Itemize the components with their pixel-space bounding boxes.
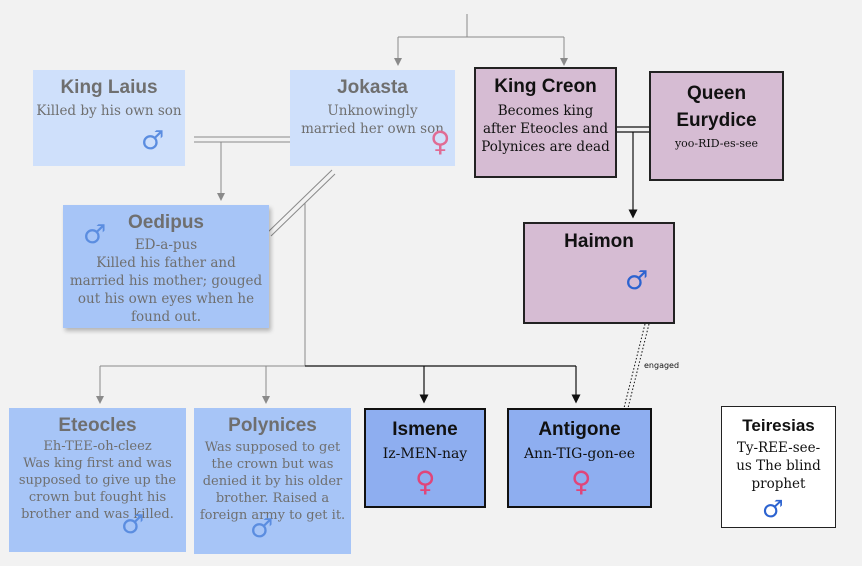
marriage-laius-jokasta (194, 136, 290, 201)
person-description: Killed by his own son (36, 103, 182, 119)
person-queen-eurydice: Queen Eurydice yoo-RID-es-see (649, 71, 784, 181)
person-name: King Laius (60, 77, 158, 98)
person-name: King Creon (494, 76, 597, 97)
person-oedipus: Oedipus ED-a-pus Killed his father and m… (63, 205, 269, 328)
person-ismene: Ismene Iz-MEN-nay ♀ (364, 408, 486, 508)
male-symbol-icon: ♂ (250, 514, 274, 544)
person-haimon: Haimon ♂ (523, 222, 675, 324)
person-description: Becomes king after Eteocles and Polynice… (481, 103, 610, 155)
person-teiresias: Teiresias Ty-REE-see-us The blind prophe… (721, 406, 836, 528)
female-symbol-icon: ♀ (571, 465, 592, 498)
person-name: Antigone (538, 419, 621, 440)
person-description: Unknowingly married her own son (301, 103, 444, 137)
male-symbol-icon: ♂ (762, 495, 784, 523)
person-name: Queen Eurydice (676, 83, 757, 131)
person-eteocles: Eteocles Eh-TEE-oh-cleez Was king first … (9, 408, 186, 552)
person-pronunciation: Iz-MEN-nay (382, 446, 468, 462)
person-name: Teiresias (742, 416, 815, 435)
person-description: Was king first and was supposed to give … (18, 456, 177, 522)
engaged-label: engaged (644, 361, 680, 370)
person-pronunciation: Ann-TIG-gon-ee (523, 446, 636, 462)
female-symbol-icon: ♀ (430, 125, 451, 158)
person-name: Haimon (564, 231, 634, 252)
person-name: Oedipus (127, 212, 204, 233)
person-king-laius: King Laius Killed by his own son ♂ (33, 70, 185, 166)
male-symbol-icon: ♂ (83, 220, 107, 250)
person-king-creon: King Creon Becomes king after Eteocles a… (474, 67, 617, 178)
person-antigone: Antigone Ann-TIG-gon-ee ♀ (507, 408, 652, 508)
person-name: Jokasta (337, 77, 408, 98)
marriage-jokasta-oedipus (96, 169, 336, 404)
engaged-connector (623, 323, 650, 409)
female-symbol-icon: ♀ (415, 465, 436, 498)
person-jokasta: Jokasta Unknowingly married her own son … (290, 70, 455, 166)
person-description: Ty-REE-see-us The blind prophet (736, 440, 821, 492)
male-symbol-icon: ♂ (141, 126, 165, 156)
person-description: Was supposed to get the crown but was de… (199, 440, 346, 523)
person-pronunciation: yoo-RID-es-see (674, 137, 759, 150)
person-name: Ismene (392, 419, 458, 440)
person-name: Polynices (228, 415, 317, 436)
person-name: Eteocles (58, 415, 137, 436)
top-sibling-connector (394, 14, 568, 66)
line-to-daughters (305, 365, 581, 404)
person-description: Killed his father and married his mother… (69, 255, 263, 325)
marriage-creon-eurydice (617, 126, 649, 219)
male-symbol-icon: ♂ (121, 510, 145, 540)
person-pronunciation: Eh-TEE-oh-cleez (43, 439, 152, 454)
person-pronunciation: ED-a-pus (134, 237, 198, 253)
person-polynices: Polynices Was supposed to get the crown … (194, 408, 351, 554)
male-symbol-icon: ♂ (625, 266, 649, 296)
